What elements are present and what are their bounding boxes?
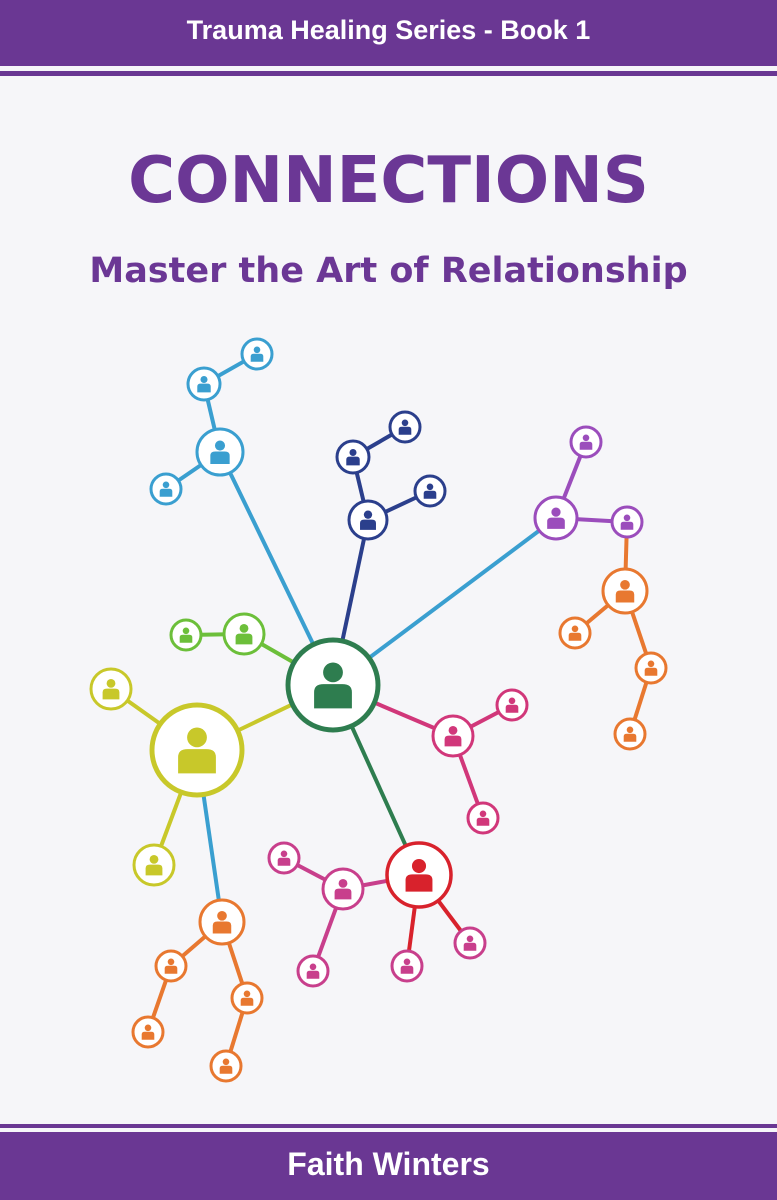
book-subtitle: Master the Art of Relationship — [89, 251, 688, 291]
person-icon — [431, 714, 475, 758]
person-icon — [186, 366, 222, 402]
person-icon — [347, 499, 389, 541]
person-icon — [169, 618, 203, 652]
person-icon — [267, 841, 301, 875]
person-icon — [195, 427, 245, 477]
person-icon — [230, 981, 264, 1015]
author-name: Faith Winters — [287, 1145, 490, 1182]
person-icon — [89, 667, 133, 711]
person-icon — [634, 651, 668, 685]
bottom-divider — [0, 1124, 777, 1128]
person-icon — [413, 474, 447, 508]
person-icon — [131, 1015, 165, 1049]
person-icon — [335, 439, 371, 475]
person-icon — [569, 425, 603, 459]
person-icon — [610, 505, 644, 539]
person-icon — [154, 949, 188, 983]
person-icon — [132, 843, 176, 887]
person-icon — [240, 337, 274, 371]
network-nodes — [89, 337, 668, 1083]
person-icon — [558, 616, 592, 650]
series-banner: Trauma Healing Series - Book 1 — [0, 0, 777, 66]
person-icon — [385, 841, 453, 909]
person-icon — [495, 688, 529, 722]
person-icon — [321, 867, 365, 911]
person-icon — [296, 954, 330, 988]
author-banner: Faith Winters — [0, 1132, 777, 1200]
person-icon — [613, 717, 647, 751]
person-icon — [453, 926, 487, 960]
people-network-illustration — [89, 337, 668, 1083]
person-icon — [533, 495, 579, 541]
person-icon — [222, 612, 266, 656]
series-title: Trauma Healing Series - Book 1 — [186, 14, 591, 45]
person-icon — [198, 898, 246, 946]
person-icon — [149, 472, 183, 506]
person-icon — [149, 702, 245, 798]
person-icon — [388, 410, 422, 444]
person-icon — [209, 1049, 243, 1083]
top-divider — [0, 71, 777, 76]
person-icon — [466, 801, 500, 835]
person-icon — [601, 567, 649, 615]
person-icon — [390, 949, 424, 983]
book-title: CONNECTIONS — [128, 144, 649, 218]
person-icon — [285, 637, 381, 733]
